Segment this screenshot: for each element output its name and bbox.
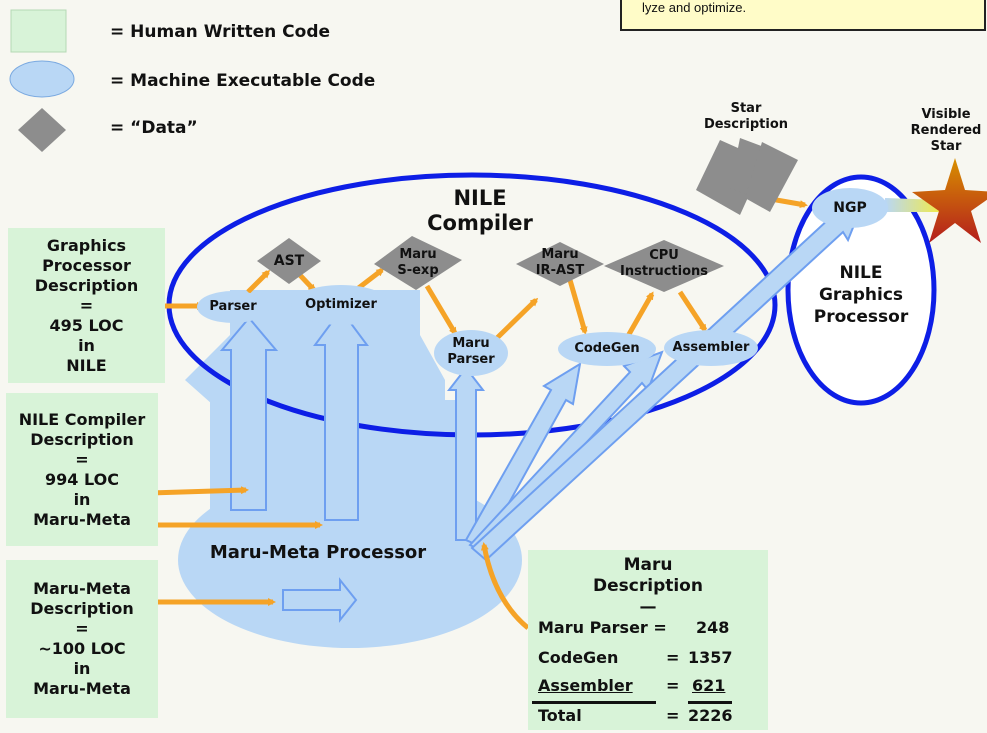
label-line: Processor bbox=[813, 307, 909, 327]
label-line: Maru bbox=[452, 336, 490, 351]
box-line: = bbox=[75, 449, 89, 469]
diamond-shape bbox=[257, 238, 321, 284]
graphics-processor-description-box: Graphics Processor Description = 495 LOC… bbox=[8, 228, 165, 383]
box-line: Processor bbox=[42, 255, 131, 275]
green-square-icon bbox=[10, 9, 67, 53]
box-line: NILE Compiler bbox=[18, 409, 146, 429]
box-line: 994 LOC bbox=[45, 469, 119, 489]
maru-meta-processor-label: Maru-Meta Processor bbox=[209, 542, 427, 563]
optimizer-label: Optimizer bbox=[305, 297, 377, 312]
label-line: Maru bbox=[541, 247, 579, 262]
row-codegen-name: CodeGen bbox=[538, 648, 619, 667]
box-line: in bbox=[73, 659, 91, 678]
note-box: lyze and optimize. bbox=[620, 0, 986, 31]
assembler-label: Assembler bbox=[672, 340, 750, 355]
blue-ellipse-icon bbox=[9, 60, 75, 98]
maru-ir-ast-label: Maru IR-AST bbox=[514, 247, 606, 279]
row-codegen-eq: = bbox=[666, 648, 680, 667]
row-maru-parser-value: 248 bbox=[696, 618, 730, 637]
ast-data-node: AST bbox=[255, 236, 323, 286]
label-line: CPU bbox=[649, 248, 679, 263]
box-line: = bbox=[79, 295, 94, 315]
row-total-value: 2226 bbox=[688, 706, 733, 725]
total-rule-right bbox=[688, 701, 732, 704]
box-line: Graphics bbox=[46, 235, 127, 255]
row-assembler-eq: = bbox=[666, 676, 680, 695]
row-assembler-value: 621 bbox=[692, 676, 726, 695]
ast-label: AST bbox=[273, 253, 305, 269]
assembler-node: Assembler bbox=[664, 330, 758, 366]
label-line: IR-AST bbox=[535, 263, 585, 278]
codegen-node: CodeGen bbox=[558, 332, 656, 366]
star-description-shape bbox=[696, 138, 798, 215]
label-line: Star bbox=[730, 101, 762, 116]
total-rule-left bbox=[532, 701, 656, 704]
maru-meta-description-box: Maru-Meta Description = ~100 LOC in Maru… bbox=[6, 560, 158, 718]
box-line: = bbox=[75, 619, 89, 638]
ngp-label: NGP bbox=[833, 200, 867, 216]
box-line: Maru-Meta bbox=[33, 679, 131, 698]
legend-human-label: = Human Written Code bbox=[110, 22, 331, 42]
optimizer-node: Optimizer bbox=[291, 285, 391, 325]
title-line: NILE bbox=[453, 186, 507, 210]
label-line: S-exp bbox=[397, 263, 439, 278]
compile-up-arrows bbox=[219, 203, 864, 623]
codegen-label: CodeGen bbox=[574, 341, 640, 356]
row-total-eq: = bbox=[666, 706, 680, 725]
row-codegen-value: 1357 bbox=[688, 648, 733, 667]
label-line: Parser bbox=[447, 352, 495, 367]
title-line: Compiler bbox=[427, 211, 533, 235]
parser-node: Parser bbox=[197, 291, 269, 323]
legend-machine-label: = Machine Executable Code bbox=[110, 71, 376, 91]
star-description-label: Star Description bbox=[696, 101, 796, 133]
diamond-shape bbox=[374, 236, 462, 290]
diamond-shape bbox=[516, 242, 604, 286]
legend-data-label: = “Data” bbox=[110, 118, 198, 138]
diamond-shape bbox=[604, 240, 724, 292]
nile-compiler-description-box: NILE Compiler Description = 994 LOC in M… bbox=[6, 393, 158, 546]
box-line: Description bbox=[34, 275, 139, 295]
maru-desc-title: Maru bbox=[623, 555, 673, 575]
box-line: in bbox=[73, 489, 91, 509]
box-line: in bbox=[78, 335, 95, 355]
rendered-star-label: Visible Rendered Star bbox=[905, 107, 987, 155]
gray-diamond-icon bbox=[18, 108, 66, 152]
label-line: Description bbox=[703, 117, 789, 132]
ngp-node: NGP bbox=[812, 188, 888, 228]
row-maru-parser-name: Maru Parser = bbox=[538, 618, 667, 637]
row-assembler-name: Assembler bbox=[538, 676, 633, 695]
maru-ir-ast-data-node: Maru IR-AST bbox=[514, 240, 606, 288]
label-line: NILE bbox=[839, 263, 883, 283]
maru-description-box: Maru Description — Maru Parser = 248 Cod… bbox=[528, 550, 768, 730]
cpu-instructions-data-node: CPU Instructions bbox=[602, 238, 726, 294]
label-line: Rendered bbox=[910, 123, 982, 138]
parser-label: Parser bbox=[209, 299, 257, 314]
note-text: lyze and optimize. bbox=[642, 0, 747, 15]
box-line: Maru-Meta bbox=[33, 509, 131, 529]
maru-parser-label: Maru Parser bbox=[434, 336, 508, 368]
box-line: NILE bbox=[66, 355, 107, 375]
nile-compiler-title: NILE Compiler bbox=[420, 186, 540, 236]
label-line: Maru bbox=[399, 247, 437, 262]
nile-graphics-processor-label: NILE Graphics Processor bbox=[791, 262, 931, 328]
cpu-instructions-label: CPU Instructions bbox=[602, 248, 726, 280]
row-total-name: Total bbox=[538, 706, 582, 725]
box-line: Maru-Meta bbox=[33, 579, 131, 598]
label-line: Star bbox=[930, 139, 962, 154]
label-line: Graphics bbox=[818, 285, 904, 305]
maru-sexp-label: Maru S-exp bbox=[372, 247, 464, 279]
maru-sexp-data-node: Maru S-exp bbox=[372, 234, 464, 292]
label-line: Visible bbox=[921, 107, 971, 122]
box-line: 495 LOC bbox=[49, 315, 124, 335]
label-line: Instructions bbox=[619, 264, 708, 279]
rendered-star-icon bbox=[912, 158, 987, 243]
maru-parser-node: Maru Parser bbox=[434, 330, 508, 376]
maru-desc-subtitle: Description bbox=[593, 576, 703, 596]
box-line: Description bbox=[30, 599, 134, 618]
box-line: ~100 LOC bbox=[38, 639, 126, 658]
maru-desc-dash: — bbox=[639, 597, 657, 617]
box-line: Description bbox=[30, 429, 134, 449]
